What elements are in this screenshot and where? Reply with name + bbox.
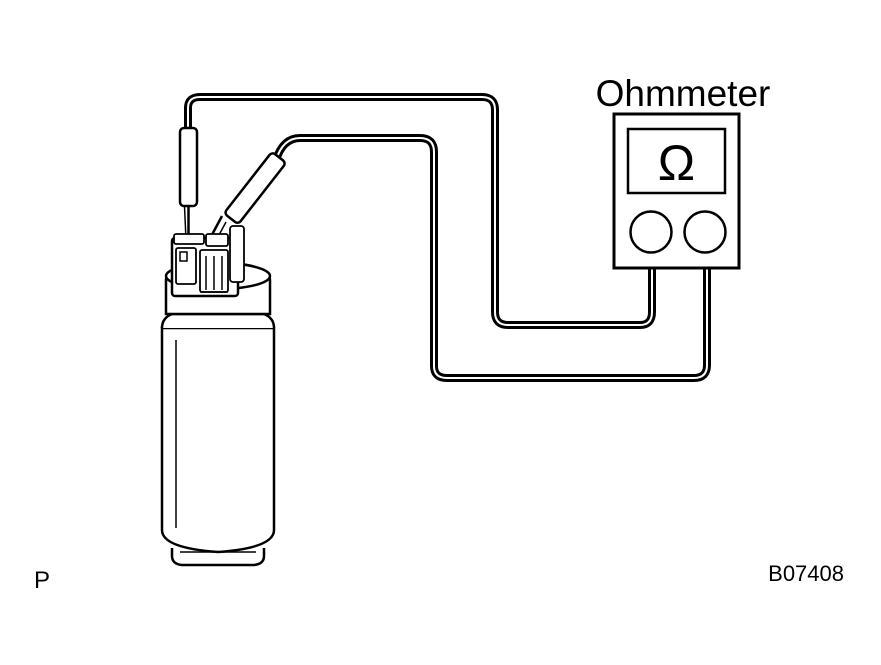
ohmmeter-label: Ohmmeter [596, 73, 771, 114]
figure-code: B07408 [768, 561, 844, 586]
ohm-symbol: Ω [658, 135, 695, 191]
ohmmeter-terminal-left [629, 210, 673, 254]
probe-a [178, 126, 199, 208]
ohmmeter-terminal-right [683, 210, 727, 254]
corner-label: P [34, 567, 50, 594]
probe-b [224, 152, 286, 224]
ohmmeter-display [626, 127, 727, 195]
ohmmeter: Ω [612, 112, 741, 270]
pump-cylinder [160, 326, 276, 554]
probes [178, 126, 286, 249]
test-leads [184, 93, 711, 382]
fuel-pump [160, 225, 276, 567]
